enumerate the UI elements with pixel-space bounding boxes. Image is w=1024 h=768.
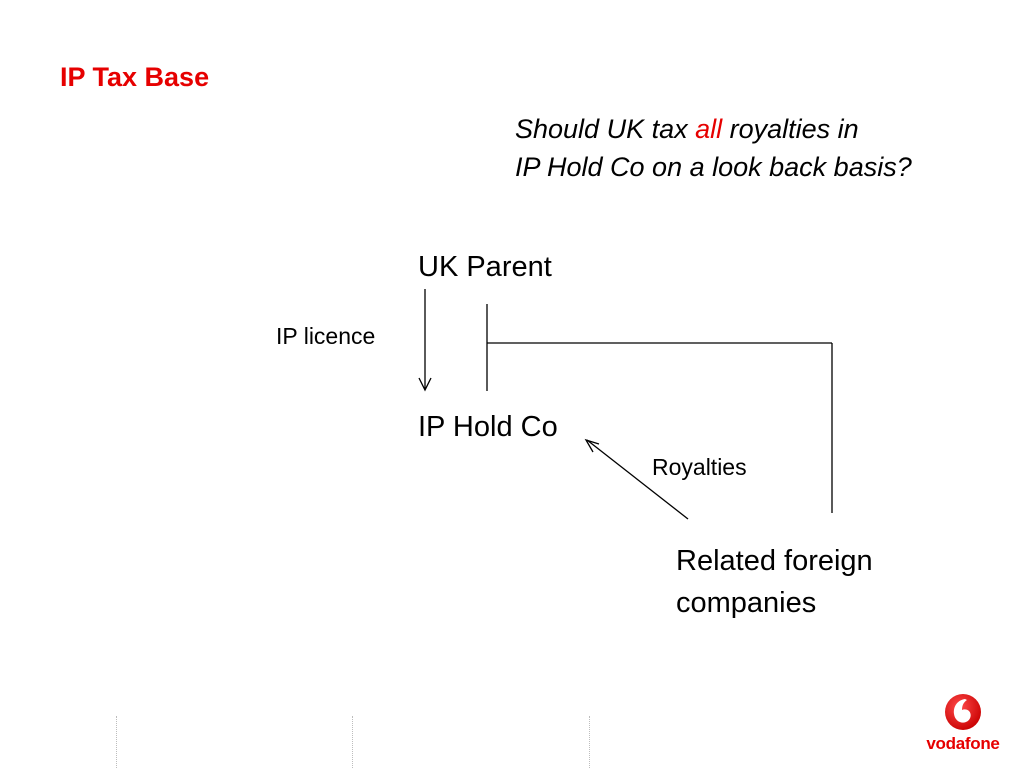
ip-licence-arrowhead [418, 377, 432, 392]
footer-divider [352, 716, 353, 768]
vodafone-logo: vodafone [918, 690, 1008, 760]
related-foreign-companies-node: Related foreign companies [676, 540, 873, 624]
royalties-label: Royalties [652, 454, 747, 480]
question-line-1-end: royalties in [722, 114, 859, 144]
vodafone-wordmark: vodafone [926, 734, 1000, 753]
question-highlight: all [695, 114, 723, 144]
royalties-arrowhead [584, 438, 600, 453]
ip-hold-co-node: IP Hold Co [418, 411, 558, 443]
question-line-2: IP Hold Co on a look back basis? [515, 152, 912, 182]
question-text: Should UK tax all royalties in IP Hold C… [515, 110, 912, 186]
question-line-1: Should UK tax all royalties in [515, 110, 912, 148]
ip-licence-label: IP licence [276, 323, 376, 349]
vodafone-speechmark-icon [945, 694, 981, 730]
question-line-1-start: Should UK tax [515, 114, 696, 144]
related-node-line-1: Related foreign [676, 545, 873, 577]
uk-parent-node: UK Parent [418, 251, 552, 283]
footer-divider [116, 716, 117, 768]
related-node-line-2: companies [676, 587, 817, 619]
footer-divider [589, 716, 590, 768]
slide-title: IP Tax Base [60, 62, 210, 92]
